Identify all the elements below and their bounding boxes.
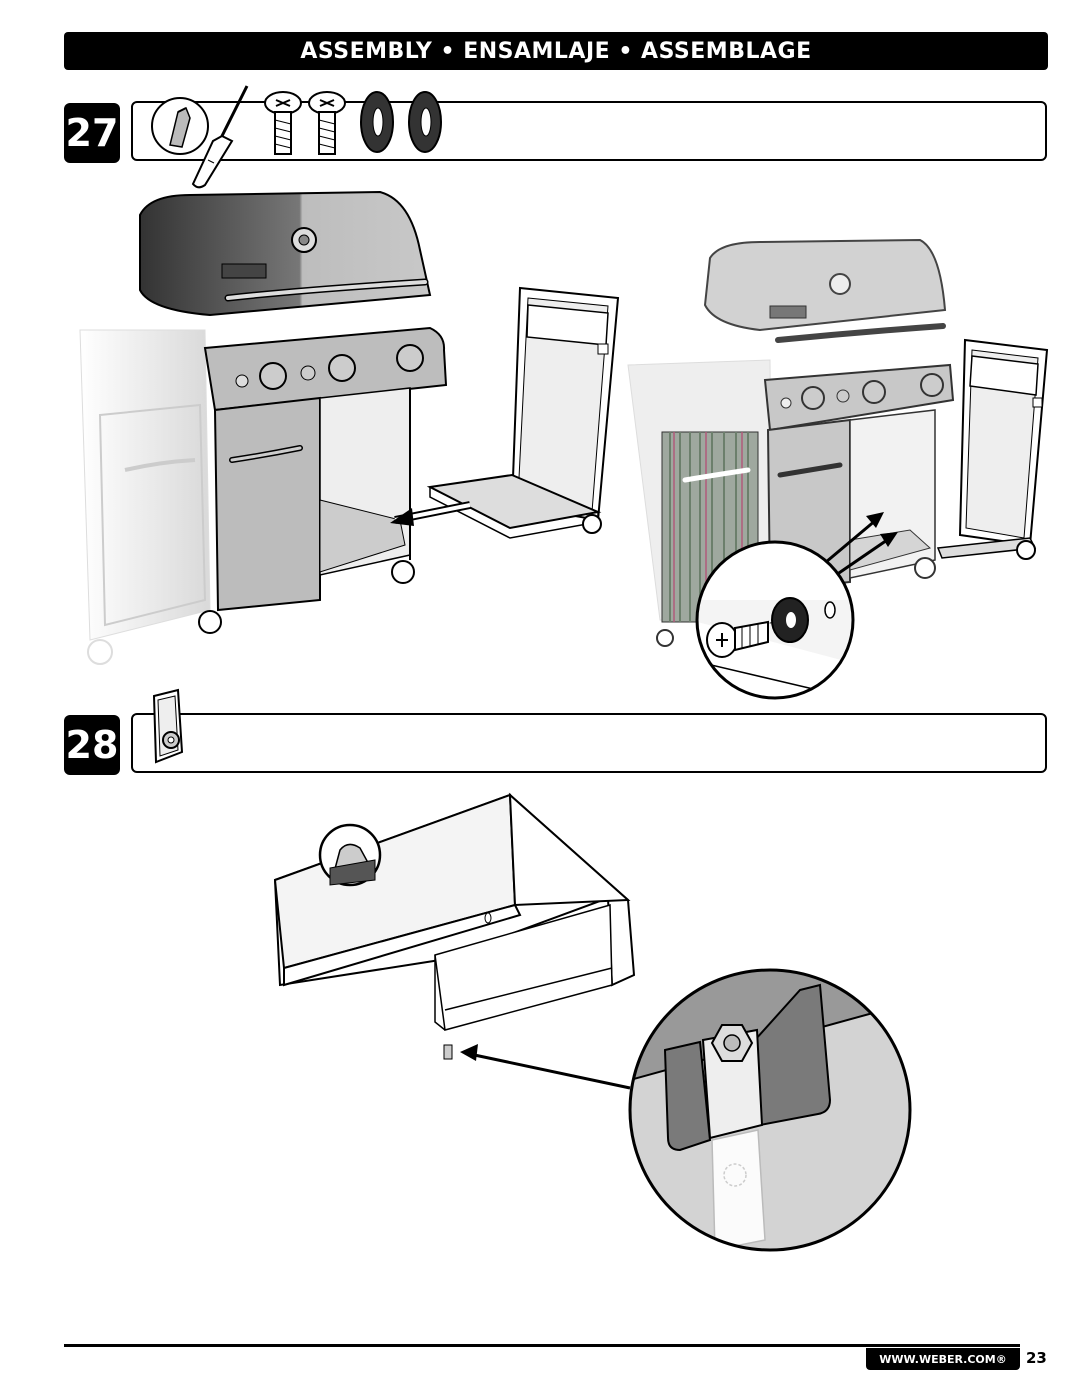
footer-website[interactable]: WWW.WEBER.COM® [866,1348,1020,1370]
step-number-27: 27 [64,103,120,163]
grill-illustration-left [79,190,448,665]
step-number-28: 28 [64,715,120,775]
section-header: ASSEMBLY • ENSAMLAJE • ASSEMBLAGE [64,32,1048,70]
door-catch-clip-icon [152,688,184,764]
bolt-icon [308,91,346,155]
clip-detail-zoom [628,968,912,1252]
screwdriver-icon [151,85,249,189]
washer-icon [360,91,394,153]
cart-frame-right [825,338,1049,577]
cart-frame-left [390,286,620,539]
bolt-icon [264,91,302,155]
step-28-parts-box [131,713,1047,773]
bolt-detail-zoom [695,540,855,700]
washer-icon [408,91,442,153]
page-number: 23 [1026,1349,1047,1367]
side-panel-illustration [273,792,636,1090]
footer-rule [64,1344,1020,1347]
